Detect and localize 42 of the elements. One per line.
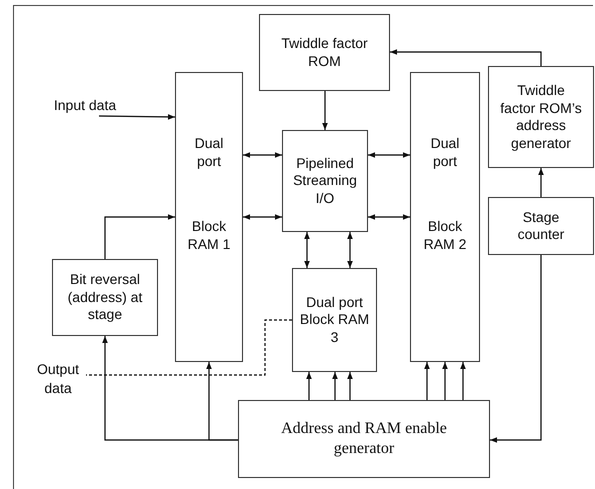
arrow bbox=[538, 168, 544, 197]
arrow bbox=[490, 255, 542, 443]
block-label: Block RAM 1 bbox=[186, 218, 232, 253]
arrow bbox=[104, 214, 175, 259]
arrow bbox=[347, 372, 353, 400]
arrow bbox=[99, 114, 175, 120]
arrow bbox=[243, 214, 282, 220]
block-label: Address and RAM enable generator bbox=[280, 419, 448, 459]
dashed-connector bbox=[86, 319, 292, 376]
process-box bbox=[282, 130, 368, 232]
arrow bbox=[322, 91, 328, 130]
arrow bbox=[460, 362, 466, 400]
block-label: Block RAM 2 bbox=[422, 218, 468, 253]
arrow bbox=[306, 372, 312, 400]
output-label: Output data bbox=[28, 360, 88, 400]
arrow bbox=[368, 152, 410, 158]
rom-box bbox=[259, 14, 390, 91]
arrow bbox=[368, 214, 410, 220]
memory-block bbox=[410, 72, 480, 362]
memory-block bbox=[292, 268, 377, 372]
block-label: Twiddle factor ROM’s address generator bbox=[499, 82, 583, 152]
arrow bbox=[206, 362, 238, 441]
block-label: Bit reversal (address) at stage bbox=[66, 271, 144, 324]
input-label: Input data bbox=[44, 96, 126, 116]
arrow bbox=[424, 362, 430, 400]
arrow bbox=[347, 232, 353, 268]
counter-box bbox=[488, 197, 594, 255]
generator-box bbox=[488, 66, 594, 168]
block-label: Twiddle factor ROM bbox=[280, 35, 369, 70]
arrow bbox=[390, 49, 542, 66]
arrow bbox=[243, 152, 282, 158]
block-label: Dual port Block RAM 3 bbox=[298, 294, 370, 346]
block-label: Dual port bbox=[194, 135, 224, 170]
arrow bbox=[304, 232, 310, 268]
generator-box bbox=[238, 400, 490, 478]
arrow bbox=[442, 362, 448, 400]
block-label: Pipelined Streaming I/O bbox=[292, 154, 358, 208]
memory-block bbox=[175, 72, 243, 362]
block-label: Stage counter bbox=[516, 208, 566, 244]
process-box bbox=[52, 259, 158, 336]
block-label: Dual port bbox=[430, 135, 460, 170]
arrow bbox=[332, 372, 338, 400]
